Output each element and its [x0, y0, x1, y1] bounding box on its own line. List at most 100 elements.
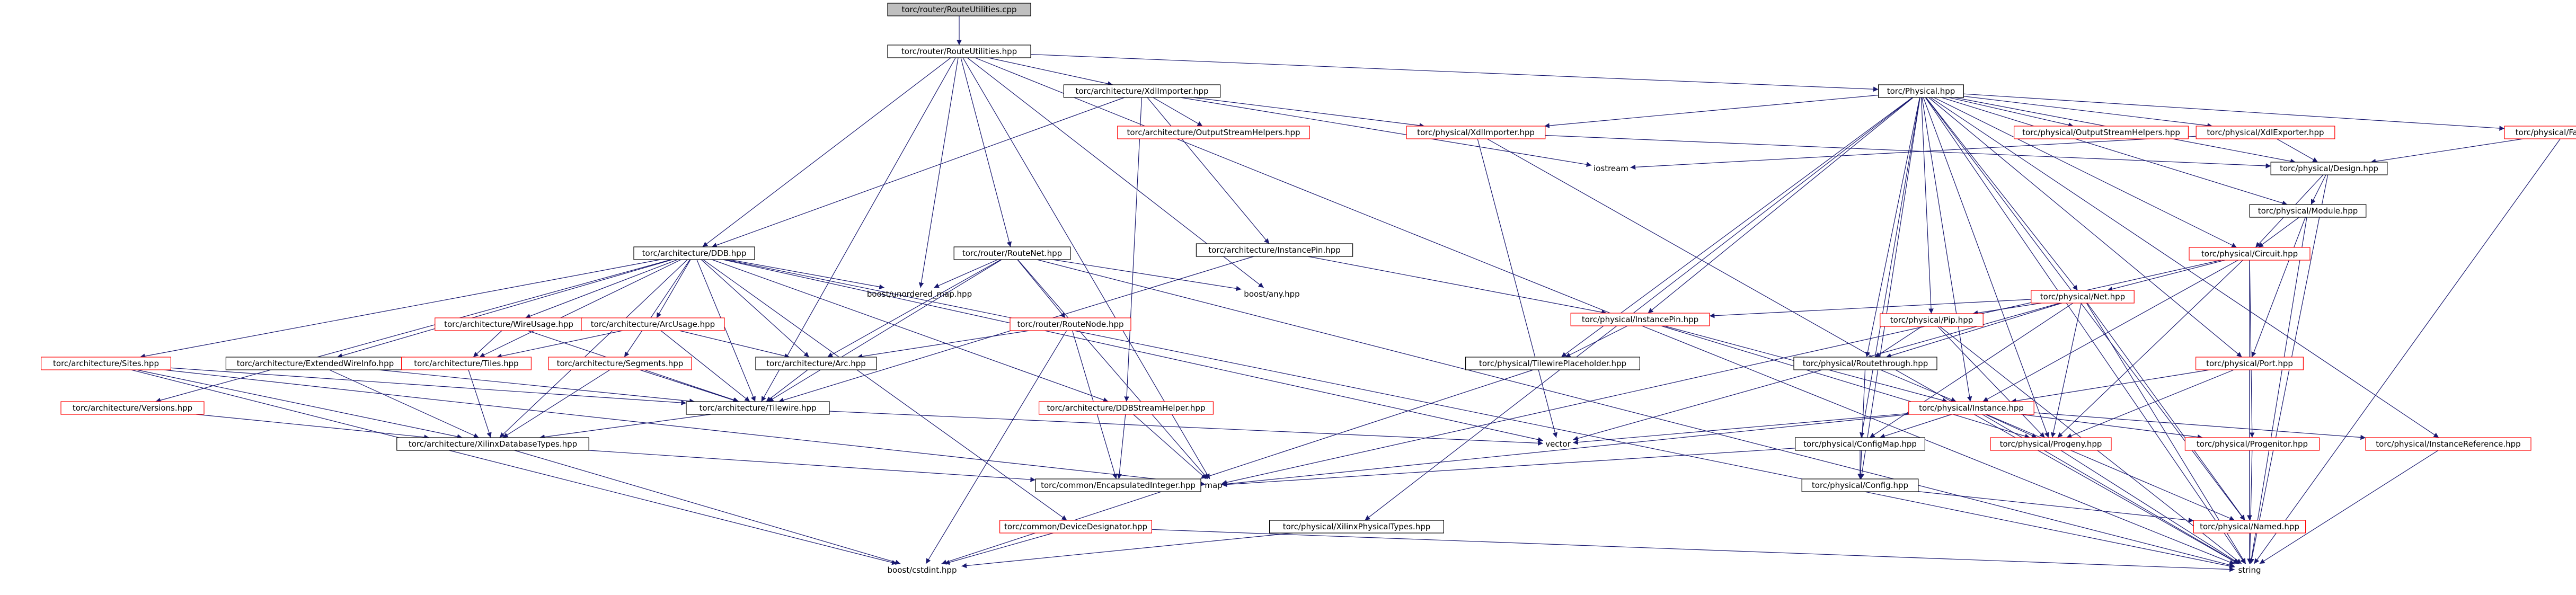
node-root: torc/router/RouteUtilities.cpp — [887, 3, 1031, 16]
node-instpin_phys[interactable]: torc/physical/InstancePin.hpp — [1570, 313, 1710, 326]
node-named[interactable]: torc/physical/Named.hpp — [2193, 520, 2306, 534]
edge-rutil-to-tilewire — [761, 57, 956, 402]
edge-instance-to-instref — [2034, 412, 2366, 440]
node-ostrhelp_phys[interactable]: torc/physical/OutputStreamHelpers.hpp — [2014, 126, 2189, 139]
node-xildb[interactable]: torc/architecture/XilinxDatabaseTypes.hp… — [396, 437, 589, 451]
edge-segments-to-tilewire — [639, 369, 739, 403]
node-tilewire[interactable]: torc/architecture/Tilewire.hpp — [686, 401, 830, 415]
node-instref[interactable]: torc/physical/InstanceReference.hpp — [2365, 437, 2531, 451]
node-pip[interactable]: torc/physical/Pip.hpp — [1880, 313, 1984, 327]
edge-routethrough-to-instance — [1880, 369, 1957, 402]
node-ostrhelp_arch[interactable]: torc/architecture/OutputStreamHelpers.hp… — [1117, 126, 1310, 139]
edge-circuit-to-progenitor — [2249, 260, 2255, 438]
node-label: torc/router/RouteUtilities.hpp — [901, 47, 1017, 56]
edge-ddb-to-extwire — [337, 259, 672, 358]
node-box — [1793, 357, 1937, 370]
node-encint[interactable]: torc/common/EncapsulatedInteger.hpp — [1035, 478, 1201, 492]
node-rutil[interactable]: torc/router/RouteUtilities.hpp — [887, 45, 1031, 58]
node-xdlexp[interactable]: torc/physical/XdlExporter.hpp — [2196, 126, 2335, 139]
node-wireusage[interactable]: torc/architecture/WireUsage.hpp — [435, 317, 583, 331]
edge-rutil-to-routenet — [960, 57, 1012, 247]
node-box — [1878, 84, 1964, 98]
node-boostany: boost/any.hpp — [1244, 289, 1299, 299]
node-progenitor[interactable]: torc/physical/Progenitor.hpp — [2184, 437, 2320, 451]
node-box — [2184, 437, 2320, 451]
node-arc[interactable]: torc/architecture/Arc.hpp — [755, 357, 877, 370]
node-routethrough[interactable]: torc/physical/Routethrough.hpp — [1793, 357, 1937, 370]
edge-rutil-to-phys — [1030, 54, 1879, 92]
node-box — [953, 246, 1071, 260]
node-tileplace[interactable]: torc/physical/TilewirePlaceholder.hpp — [1465, 357, 1641, 370]
node-segments[interactable]: torc/architecture/Segments.hpp — [548, 357, 692, 370]
node-phys[interactable]: torc/Physical.hpp — [1878, 84, 1964, 98]
node-module[interactable]: torc/physical/Module.hpp — [2249, 204, 2367, 218]
edge-instance-to-named — [1986, 414, 2235, 521]
node-factory[interactable]: torc/physical/Factory.hpp — [2504, 126, 2576, 139]
node-xdlimp[interactable]: torc/architecture/XdlImporter.hpp — [1063, 84, 1221, 98]
node-routenet[interactable]: torc/router/RouteNet.hpp — [953, 246, 1071, 260]
edge-circuit-to-net — [2107, 260, 2225, 292]
node-label: torc/physical/Config.hpp — [1812, 481, 1908, 490]
edge-module-to-port — [2251, 217, 2306, 358]
edge-instance-to-configmap — [1879, 414, 1952, 439]
edge-routenet-to-map — [1017, 259, 1209, 479]
edge-net-to-instpin_phys — [1709, 299, 2031, 318]
node-label: boost/cstdint.hpp — [888, 565, 957, 575]
node-label: torc/physical/Factory.hpp — [2516, 128, 2576, 137]
node-box — [1269, 520, 1445, 534]
edge-xdlimp-to-instpin_arch — [1147, 97, 1270, 244]
node-label: torc/router/RouteNet.hpp — [962, 248, 1062, 258]
edge-circuit-to-progeny — [2057, 260, 2243, 438]
edge-pip-to-routethrough — [1874, 326, 1923, 358]
node-design[interactable]: torc/physical/Design.hpp — [2270, 162, 2388, 175]
node-box — [2014, 126, 2189, 139]
node-ddbstream[interactable]: torc/architecture/DDBStreamHelper.hpp — [1038, 401, 1214, 415]
edge-segments-to-xildb — [502, 369, 610, 438]
edge-phys-to-instref — [1930, 97, 2439, 438]
node-circuit[interactable]: torc/physical/Circuit.hpp — [2189, 247, 2311, 261]
node-box — [581, 317, 725, 331]
node-label: torc/physical/Routethrough.hpp — [1803, 359, 1928, 368]
edge-rutil-to-boostuomap — [918, 57, 959, 288]
node-net[interactable]: torc/physical/Net.hpp — [2031, 290, 2135, 304]
node-progeny[interactable]: torc/physical/Progeny.hpp — [1990, 437, 2112, 451]
node-ddb[interactable]: torc/architecture/DDB.hpp — [633, 246, 755, 260]
node-config[interactable]: torc/physical/Config.hpp — [1801, 478, 1919, 492]
node-label: torc/physical/XdlImporter.hpp — [1417, 128, 1535, 137]
edge-ddb-to-versions — [155, 259, 671, 403]
node-tiles[interactable]: torc/architecture/Tiles.hpp — [401, 357, 532, 370]
node-sites[interactable]: torc/architecture/Sites.hpp — [40, 357, 172, 370]
node-label: torc/architecture/Versions.hpp — [73, 403, 192, 413]
node-label: torc/physical/Net.hpp — [2040, 292, 2125, 301]
node-label: boost/any.hpp — [1244, 289, 1299, 299]
edge-net-to-vector — [1573, 303, 2060, 441]
edge-versions-to-xildb — [196, 414, 430, 440]
node-xdlimp_phys[interactable]: torc/physical/XdlImporter.hpp — [1406, 126, 1546, 139]
edge-factory-to-string — [2254, 138, 2561, 564]
node-label: torc/physical/InstancePin.hpp — [1582, 315, 1698, 324]
edge-wireusage-to-tiles — [473, 330, 502, 358]
edge-config-to-named — [1918, 491, 2194, 523]
node-xilphys[interactable]: torc/physical/XilinxPhysicalTypes.hpp — [1269, 520, 1445, 534]
node-configmap[interactable]: torc/physical/ConfigMap.hpp — [1795, 437, 1926, 451]
node-routenode[interactable]: torc/router/RouteNode.hpp — [1010, 317, 1131, 331]
node-port[interactable]: torc/physical/Port.hpp — [2196, 357, 2304, 370]
edge-xdlimp-to-ddb — [711, 97, 1125, 248]
edge-ddb-to-arcusage — [656, 259, 691, 318]
node-instance[interactable]: torc/physical/Instance.hpp — [1908, 401, 2034, 415]
edge-sites-to-map — [163, 369, 1206, 487]
node-box — [401, 357, 532, 370]
node-box — [1570, 313, 1710, 326]
node-label: torc/physical/InstanceReference.hpp — [2376, 439, 2520, 449]
edge-xdlimp-to-ostrhelp_arch — [1153, 97, 1203, 127]
node-arcusage[interactable]: torc/architecture/ArcUsage.hpp — [581, 317, 725, 331]
node-extwire[interactable]: torc/architecture/ExtendedWireInfo.hpp — [225, 357, 405, 370]
node-versions[interactable]: torc/architecture/Versions.hpp — [60, 401, 205, 415]
edge-phys-to-circuit — [1933, 97, 2237, 248]
node-devdes[interactable]: torc/common/DeviceDesignator.hpp — [999, 520, 1152, 534]
edge-phys-to-xilphys — [1365, 97, 1913, 521]
node-box — [2196, 126, 2335, 139]
node-instpin_arch[interactable]: torc/architecture/InstancePin.hpp — [1196, 243, 1353, 257]
edge-port-to-instance — [2011, 369, 2210, 404]
edge-arcusage-to-tiles — [496, 330, 623, 359]
